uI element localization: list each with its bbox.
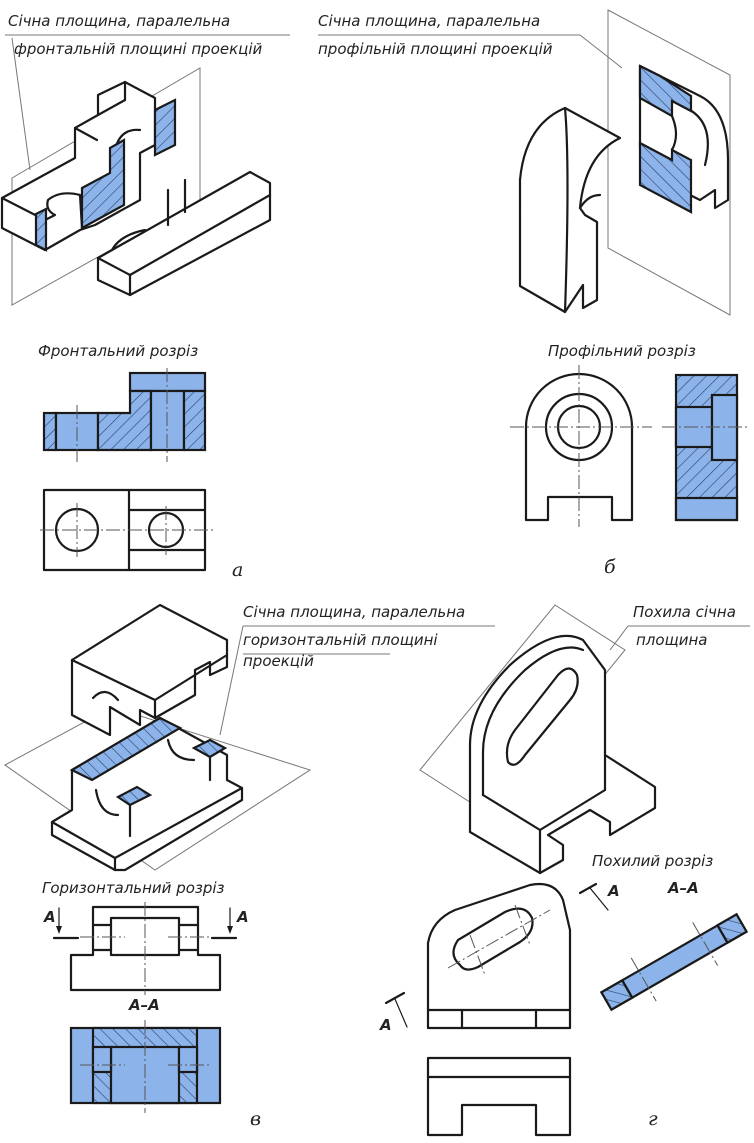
leader-line [11,37,31,171]
plane-label-v-line1: Січна площина, паралельна [243,603,465,621]
inclined-section-view [599,912,749,1012]
isometric-part-left-half [518,106,622,314]
profile-section-view [662,373,750,522]
section-face [153,98,177,157]
plane-label-v-line3: проекцій [243,652,314,670]
plane-label-g-line2: площина [636,631,707,649]
top-view-a [40,488,215,572]
panel-a: Січна площина, паралельна фронтальній пл… [0,12,290,581]
panel-letter-g: г [648,1108,658,1130]
cut-mark-top [578,882,598,895]
section-title-b: Профільний розріз [548,342,696,360]
section-name-g: А–А [667,879,699,897]
plane-label-g-line1: Похила січна [633,603,736,621]
panel-v: Січна площина, паралельна горизонтальній… [4,603,495,1130]
isometric-part-rear-half [0,80,177,252]
isometric-part-lower-half [50,716,244,872]
section-face [96,389,153,452]
frontal-section-view [42,368,207,462]
isometric-part-right-half [638,64,730,214]
plane-label-b-line2: профільній площині проекцій [318,40,553,58]
isometric-part-front-half [96,170,272,297]
cut-label-top: A [607,882,620,900]
cut-mark-bottom [384,991,406,1005]
panel-letter-v: в [250,1108,261,1130]
section-face [674,496,739,522]
front-view-v [52,902,238,995]
plane-label-a-line1: Січна площина, паралельна [8,12,230,30]
plane-label-v-line2: горизонтальній площині [243,631,438,649]
panel-letter-b: б [604,556,616,578]
panel-b: Січна площина, паралельна профільній пло… [318,9,750,578]
section-name-v: А–А [128,996,160,1014]
plane-label-b-line1: Січна площина, паралельна [318,12,540,30]
section-face [115,785,153,807]
section-face [80,138,126,230]
leader-line [579,34,623,69]
section-face [182,389,207,452]
section-face [177,1045,199,1074]
section-face [34,207,48,252]
horizontal-section-view [69,1020,222,1113]
side-view-b [510,365,652,527]
section-title-v: Горизонтальний розріз [42,879,225,897]
section-face [91,1045,113,1074]
plane-label-a-line2: фронтальній площині проекцій [14,40,263,58]
section-face [638,64,693,118]
cut-label-bottom: A [379,1016,392,1034]
panel-g: Похила січна площина Похилий розріз А–А [379,603,750,1137]
front-view-g [426,882,572,1030]
top-view-g [426,1056,572,1137]
isometric-part-bracket [468,634,657,875]
isometric-part-upper-half [70,603,229,737]
section-face [69,716,183,782]
cut-label-left: A [43,908,56,926]
section-face [638,141,693,214]
section-title-g: Похилий розріз [592,852,713,870]
cutting-plane-inclined [419,604,626,816]
section-face [191,738,228,759]
section-title-a: Фронтальний розріз [38,342,198,360]
cutting-plane-profile [607,9,731,316]
leader-line [609,625,629,651]
cut-label-right: A [236,908,249,926]
leader-line [219,625,244,736]
section-face [42,411,58,452]
panel-letter-a: а [232,559,243,581]
